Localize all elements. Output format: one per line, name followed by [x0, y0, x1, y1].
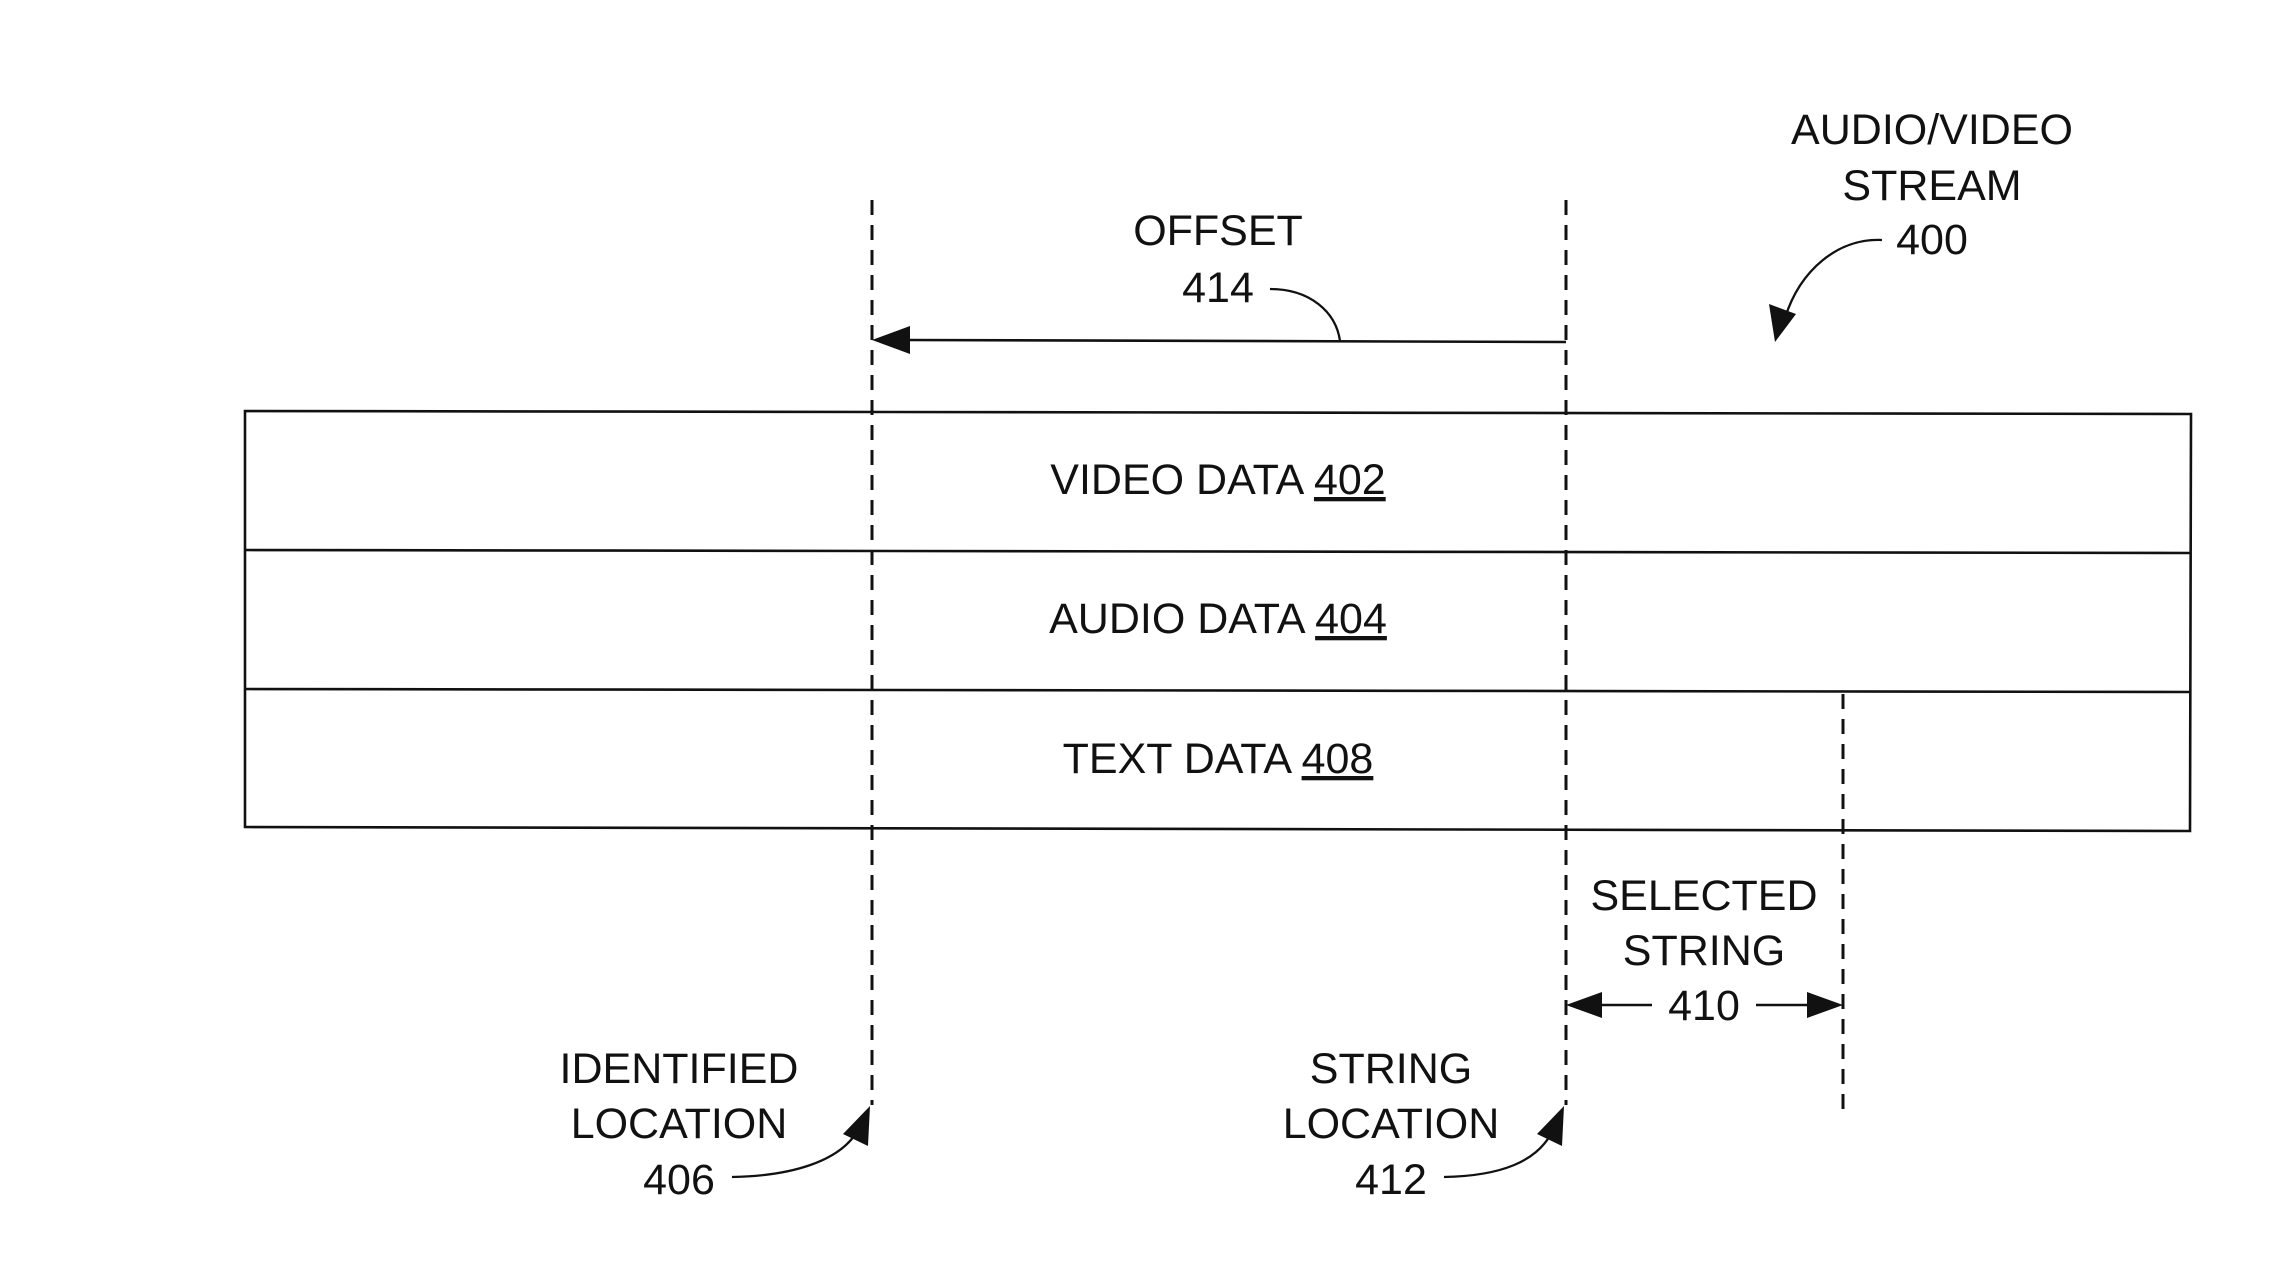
stream-label-line1: AUDIO/VIDEO — [1791, 106, 2073, 154]
track-divider-audio-text — [245, 689, 2190, 692]
offset-leader — [1270, 289, 1340, 341]
video-data-ref: 402 — [1314, 456, 1386, 504]
string-location-label-line1: STRING — [1310, 1045, 1472, 1093]
identified-location-ref: 406 — [643, 1156, 715, 1204]
audio-data-ref: 404 — [1315, 595, 1387, 643]
offset-ref: 414 — [1182, 264, 1254, 312]
string-location-ref: 412 — [1355, 1156, 1427, 1204]
text-data-track-label: TEXT DATA 408 — [1063, 735, 1374, 783]
selected-string-label-line1: SELECTED — [1590, 872, 1817, 920]
identified-location-label-line2: LOCATION — [571, 1100, 788, 1148]
identified-location-label-line1: IDENTIFIED — [560, 1045, 799, 1093]
track-divider-video-audio — [245, 550, 2191, 553]
stream-label-line2: STREAM — [1842, 162, 2021, 210]
offset-arrow — [872, 326, 1566, 354]
stream-pointer — [1769, 240, 1882, 342]
string-location-label-line2: LOCATION — [1283, 1100, 1500, 1148]
audio-data-track-label: AUDIO DATA 404 — [1049, 595, 1387, 643]
offset-label: OFFSET — [1133, 207, 1303, 255]
stream-ref: 400 — [1896, 216, 1968, 264]
text-data-ref: 408 — [1302, 735, 1374, 783]
selected-string-ref: 410 — [1668, 982, 1740, 1030]
video-data-track-label: VIDEO DATA 402 — [1050, 456, 1385, 504]
selected-string-label-line2: STRING — [1623, 927, 1785, 975]
